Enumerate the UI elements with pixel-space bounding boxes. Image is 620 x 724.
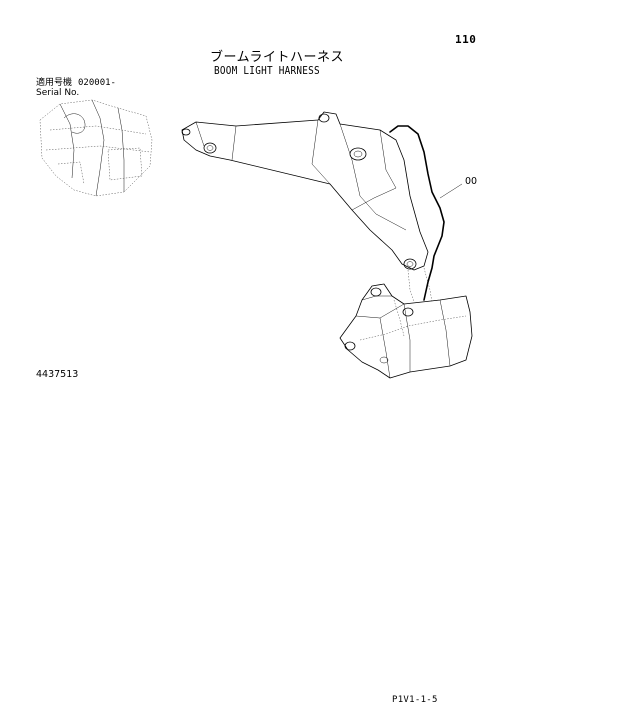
boom-light-harness <box>389 125 463 301</box>
part-number: 4437513 <box>36 369 79 380</box>
serial-row-jp: 適用号機 020001- <box>36 78 116 88</box>
page-number: 110 <box>455 33 477 46</box>
serial-block: 適用号機 020001- Serial No. <box>36 78 116 98</box>
title-japanese: ブームライトハーネス <box>210 50 344 65</box>
footer-code: P1V1-1-5 <box>392 695 438 705</box>
title-english: BOOM LIGHT HARNESS <box>214 64 320 77</box>
serial-label-jp: 適用号機 <box>36 78 73 88</box>
callout-label: 00 <box>465 176 478 187</box>
serial-label-en: Serial No. <box>36 88 80 98</box>
serial-value: 020001- <box>78 78 116 88</box>
machine-thumbnail <box>39 99 153 197</box>
boom-drawing <box>181 111 473 379</box>
